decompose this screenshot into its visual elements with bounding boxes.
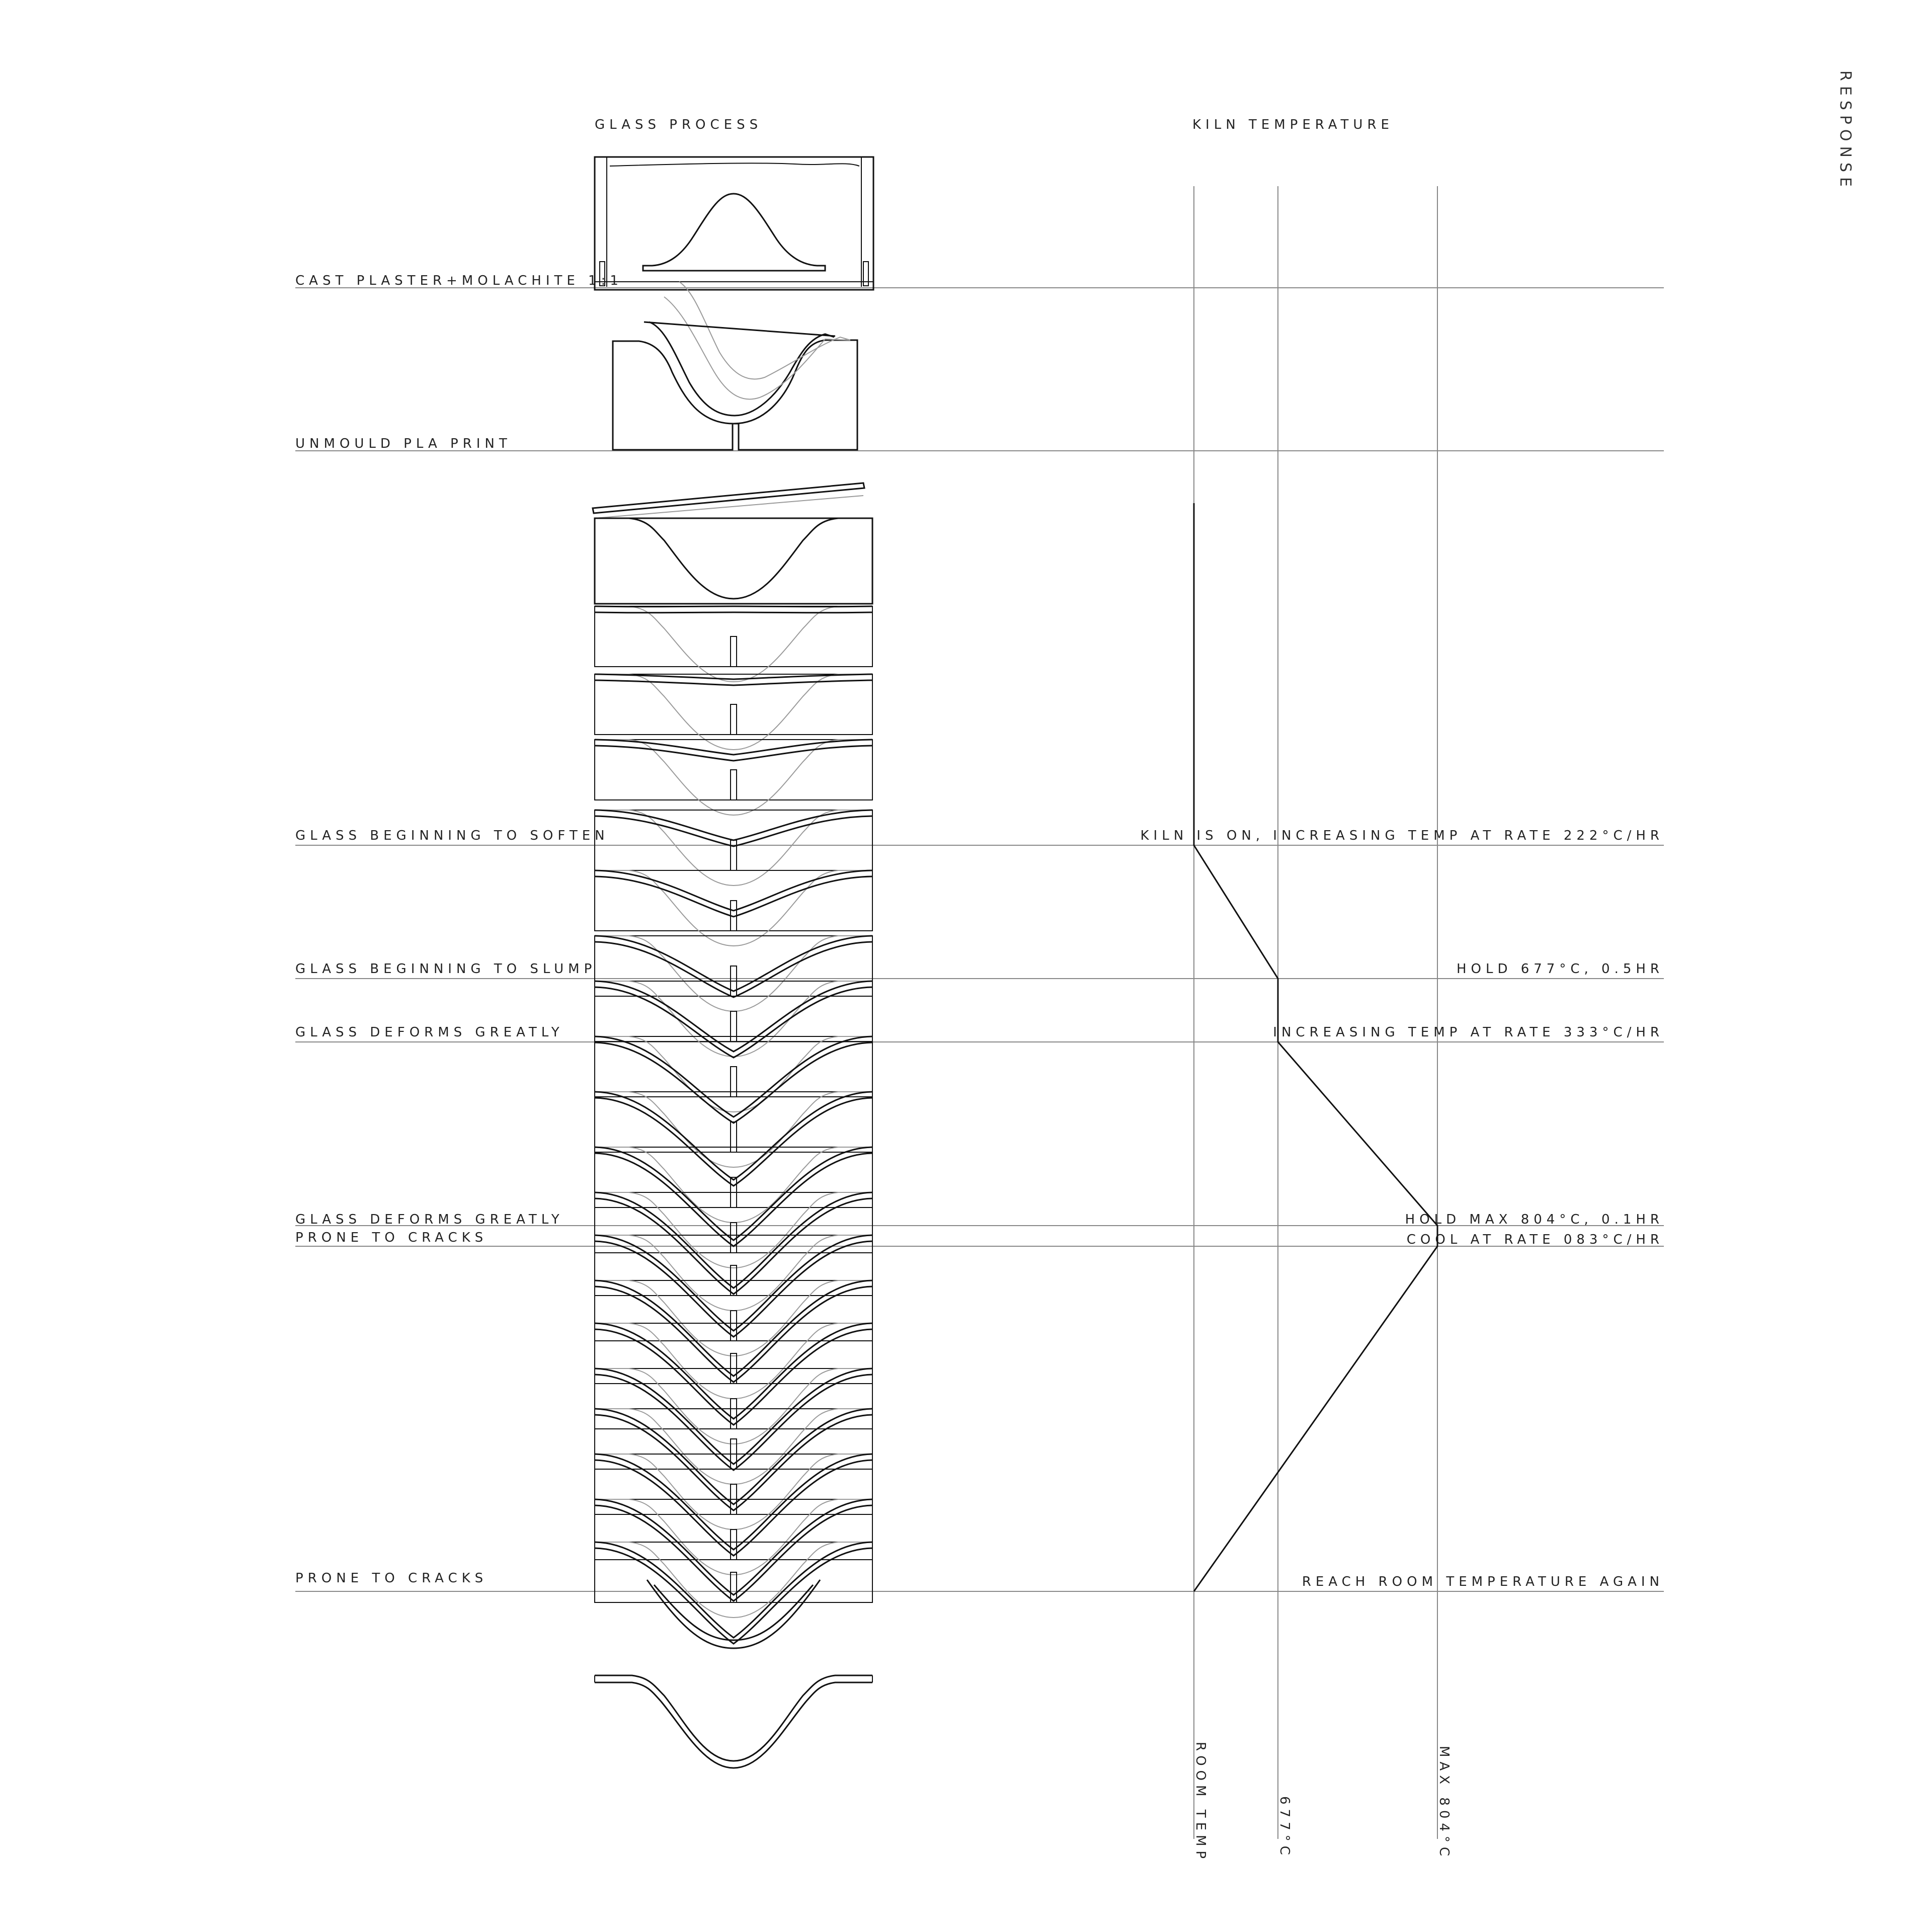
glass-sheet-top-13 xyxy=(594,1322,873,1420)
process-label-unmould: UNMOULD PLA PRINT xyxy=(295,436,512,451)
glass-sheet-bottom-7 xyxy=(594,1041,873,1124)
mould-cavity-12 xyxy=(595,1280,872,1357)
unmould-block xyxy=(612,281,858,451)
process-label-soften: GLASS BEGINNING TO SOFTEN xyxy=(295,828,609,843)
kiln-label-room-again: REACH ROOM TEMPERATURE AGAIN xyxy=(1302,1574,1664,1589)
process-label-deform-2: GLASS DEFORMS GREATLY xyxy=(295,1212,564,1227)
side-title: RESPONSE xyxy=(1836,70,1854,192)
casting-box xyxy=(594,156,874,291)
glass-sheet-top-18 xyxy=(594,1541,873,1639)
guide-lines xyxy=(295,287,1664,1592)
process-label-cast: CAST PLASTER+MOLACHITE 1:1 xyxy=(295,273,623,288)
header-glass-process: GLASS PROCESS xyxy=(595,117,762,132)
process-label-slump: GLASS BEGINNING TO SLUMP xyxy=(295,961,596,977)
slump-sequence xyxy=(592,482,873,1649)
kiln-label-cool: COOL AT RATE 083°C/HR xyxy=(1407,1232,1664,1247)
glass-sheet-bottom-8 xyxy=(594,1097,873,1187)
glass-sheet-bottom-17 xyxy=(594,1504,873,1602)
mould-cavity-10 xyxy=(595,1192,872,1269)
glass-bottom-outer xyxy=(653,1584,814,1641)
glass-sheet-top-2 xyxy=(594,739,873,756)
glass-sheet-top-0 xyxy=(594,605,873,608)
mould-cavity-5 xyxy=(595,935,872,1012)
axis-label-677: 677°C xyxy=(1277,1796,1292,1860)
mould-slot-2 xyxy=(730,769,737,800)
axis-label-max: MAX 804°C xyxy=(1436,1746,1452,1861)
mould-cavity-1 xyxy=(595,674,872,751)
process-label-cracks: PRONE TO CRACKS xyxy=(295,1230,488,1245)
mould-slot-12 xyxy=(730,1310,737,1341)
mould-cavity-17 xyxy=(595,1499,872,1576)
glass-sheet-bottom-2 xyxy=(594,745,873,762)
mould-profile-top xyxy=(595,517,872,600)
axis-label-room-temp: ROOM TEMP xyxy=(1193,1742,1208,1863)
glass-sheet-bottom-16 xyxy=(594,1459,873,1557)
mould-slot-17 xyxy=(730,1529,737,1560)
final-glass-form xyxy=(594,1674,873,1769)
glass-sheet-top-16 xyxy=(594,1453,873,1551)
glass-sheet-bottom-0 xyxy=(594,611,873,614)
glass-sheet-bottom-1 xyxy=(594,679,873,686)
mould-cavity-0 xyxy=(595,606,872,683)
glass-sheet-top-1 xyxy=(594,673,873,680)
glass-sheet-top-7 xyxy=(594,1035,873,1118)
mould-slot-10 xyxy=(730,1222,737,1253)
glass-sheet-bottom-6 xyxy=(594,986,873,1059)
glass-sheet-top-5 xyxy=(594,935,873,992)
glass-sheet-bottom-18 xyxy=(594,1547,873,1645)
glass-sheet-top-17 xyxy=(594,1498,873,1596)
glass-sheet-flat xyxy=(592,482,865,514)
mould-box-top xyxy=(594,517,873,605)
mould-cavity-8 xyxy=(595,1091,872,1168)
mould-cavity-7 xyxy=(595,1036,872,1113)
kiln-label-hold-max: HOLD MAX 804°C, 0.1HR xyxy=(1405,1212,1664,1227)
mould-cavity-3 xyxy=(595,810,872,887)
mould-cavity-18 xyxy=(595,1542,872,1619)
glass-sheet-bottom-10 xyxy=(594,1197,873,1295)
glass-sheet-bottom-5 xyxy=(594,941,873,998)
mould-slot-18 xyxy=(730,1572,737,1603)
glass-sheet-bottom-11 xyxy=(594,1240,873,1338)
mould-cavity-14 xyxy=(595,1368,872,1445)
glass-sheet-bottom-9 xyxy=(594,1152,873,1247)
temperature-profile-line xyxy=(1193,503,1438,1592)
glass-sheet-bottom-15 xyxy=(594,1414,873,1511)
glass-sheet-top-8 xyxy=(594,1091,873,1181)
glass-sheet-top-10 xyxy=(594,1191,873,1289)
glass-sheet-bottom-4 xyxy=(594,875,873,918)
glass-sheet-top-3 xyxy=(594,809,873,841)
glass-sheet-top-11 xyxy=(594,1234,873,1332)
glass-bottom-inner xyxy=(646,1579,821,1649)
glass-sheet-top-4 xyxy=(594,869,873,912)
glass-sheet-bottom-14 xyxy=(594,1374,873,1471)
kiln-label-ramp-1: KILN IS ON, INCREASING TEMP AT RATE 222°… xyxy=(1141,828,1664,843)
process-label-deform: GLASS DEFORMS GREATLY xyxy=(295,1025,564,1040)
mould-slot-14 xyxy=(730,1398,737,1429)
header-kiln-temperature: KILN TEMPERATURE xyxy=(1192,117,1394,132)
glass-sheet-top-14 xyxy=(594,1367,873,1465)
glass-sheet-bottom-3 xyxy=(594,815,873,847)
mould-slot-8 xyxy=(730,1121,737,1153)
glass-sheet-bottom-13 xyxy=(594,1328,873,1426)
kiln-label-hold-677: HOLD 677°C, 0.5HR xyxy=(1457,961,1664,977)
mould-slot-7 xyxy=(730,1066,737,1097)
mould-slot-6 xyxy=(730,1011,737,1042)
glass-sheet-bottom-12 xyxy=(594,1285,873,1383)
kiln-labels: KILN IS ON, INCREASING TEMP AT RATE 222°… xyxy=(1141,828,1664,1589)
kiln-label-ramp-2: INCREASING TEMP AT RATE 333°C/HR xyxy=(1273,1025,1664,1040)
glass-sheet-top-9 xyxy=(594,1146,873,1241)
mould-cavity-6 xyxy=(595,981,872,1058)
glass-sheet-top-15 xyxy=(594,1408,873,1505)
process-label-cracks-2: PRONE TO CRACKS xyxy=(295,1571,488,1586)
mould-slot-0 xyxy=(730,636,737,667)
glass-sheet-top-12 xyxy=(594,1279,873,1377)
process-labels: CAST PLASTER+MOLACHITE 1:1 UNMOULD PLA P… xyxy=(295,273,623,1586)
glass-sheet-top-6 xyxy=(594,980,873,1053)
mould-cavity-4 xyxy=(595,870,872,947)
glass-sheet-ghost xyxy=(594,495,864,519)
mould-slot-1 xyxy=(730,704,737,735)
mould-cavity-2 xyxy=(595,739,872,816)
